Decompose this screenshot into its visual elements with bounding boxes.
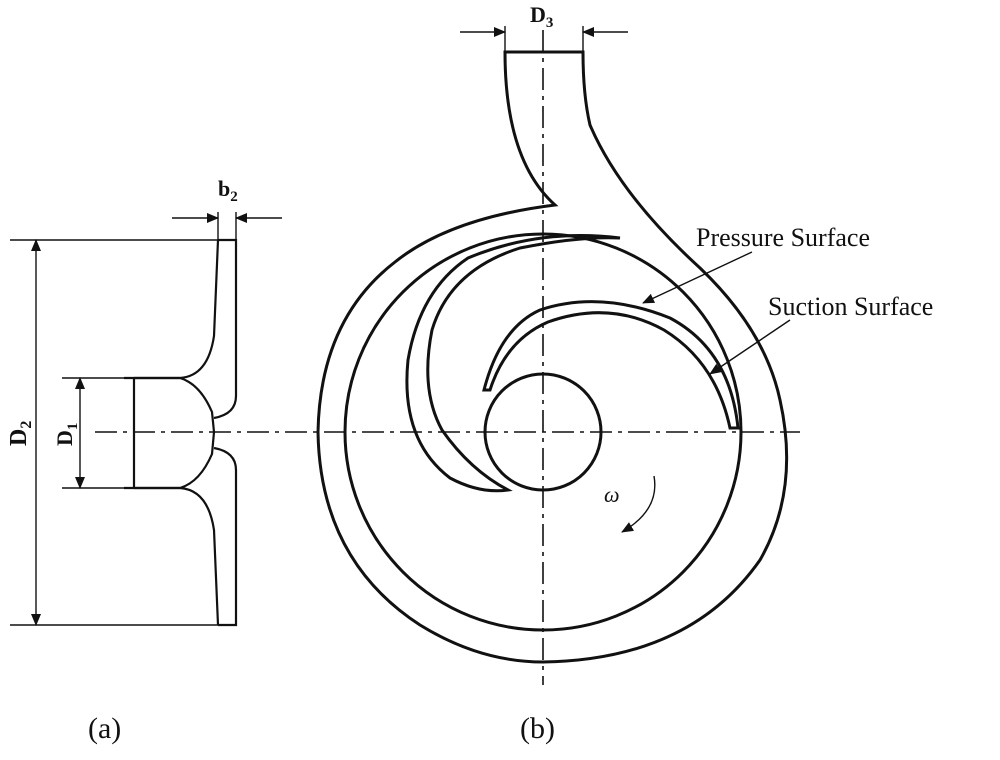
suction-surface-leader: [709, 319, 791, 375]
b2-label: b2: [218, 176, 238, 205]
omega-label: ω: [604, 482, 620, 507]
rotation-arrow: [621, 475, 656, 533]
lower-blade-outlet: [213, 446, 238, 627]
pressure-surface-leader: [642, 251, 753, 304]
blade-left: [405, 234, 621, 493]
hub-circle: [483, 372, 603, 492]
impeller-outer-circle: [343, 232, 743, 632]
d1-label: D1: [52, 423, 81, 446]
suction-surface-label: Suction Surface: [768, 292, 933, 321]
plan-view: D3 Pressure Surface Suction Surface ω: [316, 2, 933, 685]
upper-shroud-inner: [134, 239, 220, 380]
meridional-view: b2 D2 D1: [6, 176, 320, 627]
volute-casing: [316, 50, 789, 664]
panel-a-label: (a): [88, 712, 121, 745]
panel-b-label: (b): [520, 712, 555, 745]
upper-hub-curve: [179, 376, 216, 433]
d2-label: D2: [6, 421, 35, 446]
lower-hub-curve: [179, 431, 216, 490]
pressure-surface-label: Pressure Surface: [696, 223, 870, 252]
upper-blade-outlet: [213, 238, 238, 420]
blade-right: [482, 300, 740, 430]
lower-shroud-inner: [134, 486, 220, 626]
d3-label: D3: [530, 2, 553, 31]
